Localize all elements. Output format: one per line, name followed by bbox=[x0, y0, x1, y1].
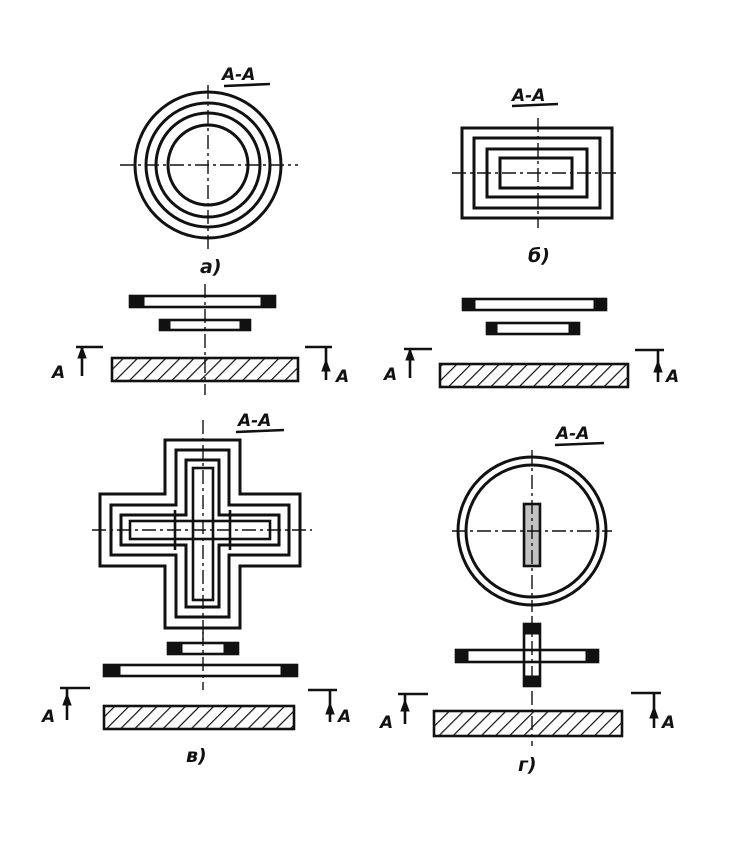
plan-view-a bbox=[120, 85, 298, 250]
section-view-v bbox=[102, 632, 299, 731]
caption-v: в) bbox=[186, 745, 207, 767]
svg-text:A: A bbox=[382, 365, 397, 385]
svg-text:A: A bbox=[664, 367, 679, 387]
plan-view-g bbox=[452, 450, 612, 612]
section-view-a bbox=[110, 284, 300, 395]
section-view-g bbox=[432, 616, 624, 746]
svg-text:A: A bbox=[334, 367, 349, 387]
svg-text:A: A bbox=[40, 707, 55, 727]
cut-marker-b-right: A bbox=[635, 348, 679, 387]
svg-text:A: A bbox=[378, 713, 393, 733]
figure-a: A-A a) A bbox=[50, 65, 349, 395]
cut-marker-v-right: A bbox=[308, 688, 351, 727]
figure-v: A-A A bbox=[40, 411, 351, 767]
section-view-b bbox=[438, 297, 630, 389]
plan-view-v bbox=[92, 420, 312, 640]
figure-g: A-A A A bbox=[378, 424, 675, 776]
section-label-a: A-A bbox=[220, 65, 255, 85]
caption-b: б) bbox=[528, 245, 550, 267]
svg-text:A: A bbox=[336, 707, 351, 727]
cut-marker-a-right: A bbox=[305, 345, 349, 387]
cut-marker-g-right: A bbox=[631, 691, 675, 733]
figure-b: A-A б) A A bbox=[382, 86, 679, 389]
section-label-b: A-A bbox=[510, 86, 545, 106]
section-label-v: A-A bbox=[236, 411, 271, 431]
section-label-g: A-A bbox=[554, 424, 589, 444]
caption-g: г) bbox=[518, 754, 537, 776]
cut-marker-a-left: A bbox=[50, 345, 103, 383]
plan-view-b bbox=[452, 118, 620, 228]
cut-marker-v-left: A bbox=[40, 686, 90, 727]
svg-text:A: A bbox=[660, 713, 675, 733]
cut-marker-b-left: A bbox=[382, 347, 432, 385]
svg-text:A: A bbox=[50, 363, 65, 383]
cut-marker-g-left: A bbox=[378, 692, 428, 733]
caption-a: a) bbox=[200, 256, 222, 278]
